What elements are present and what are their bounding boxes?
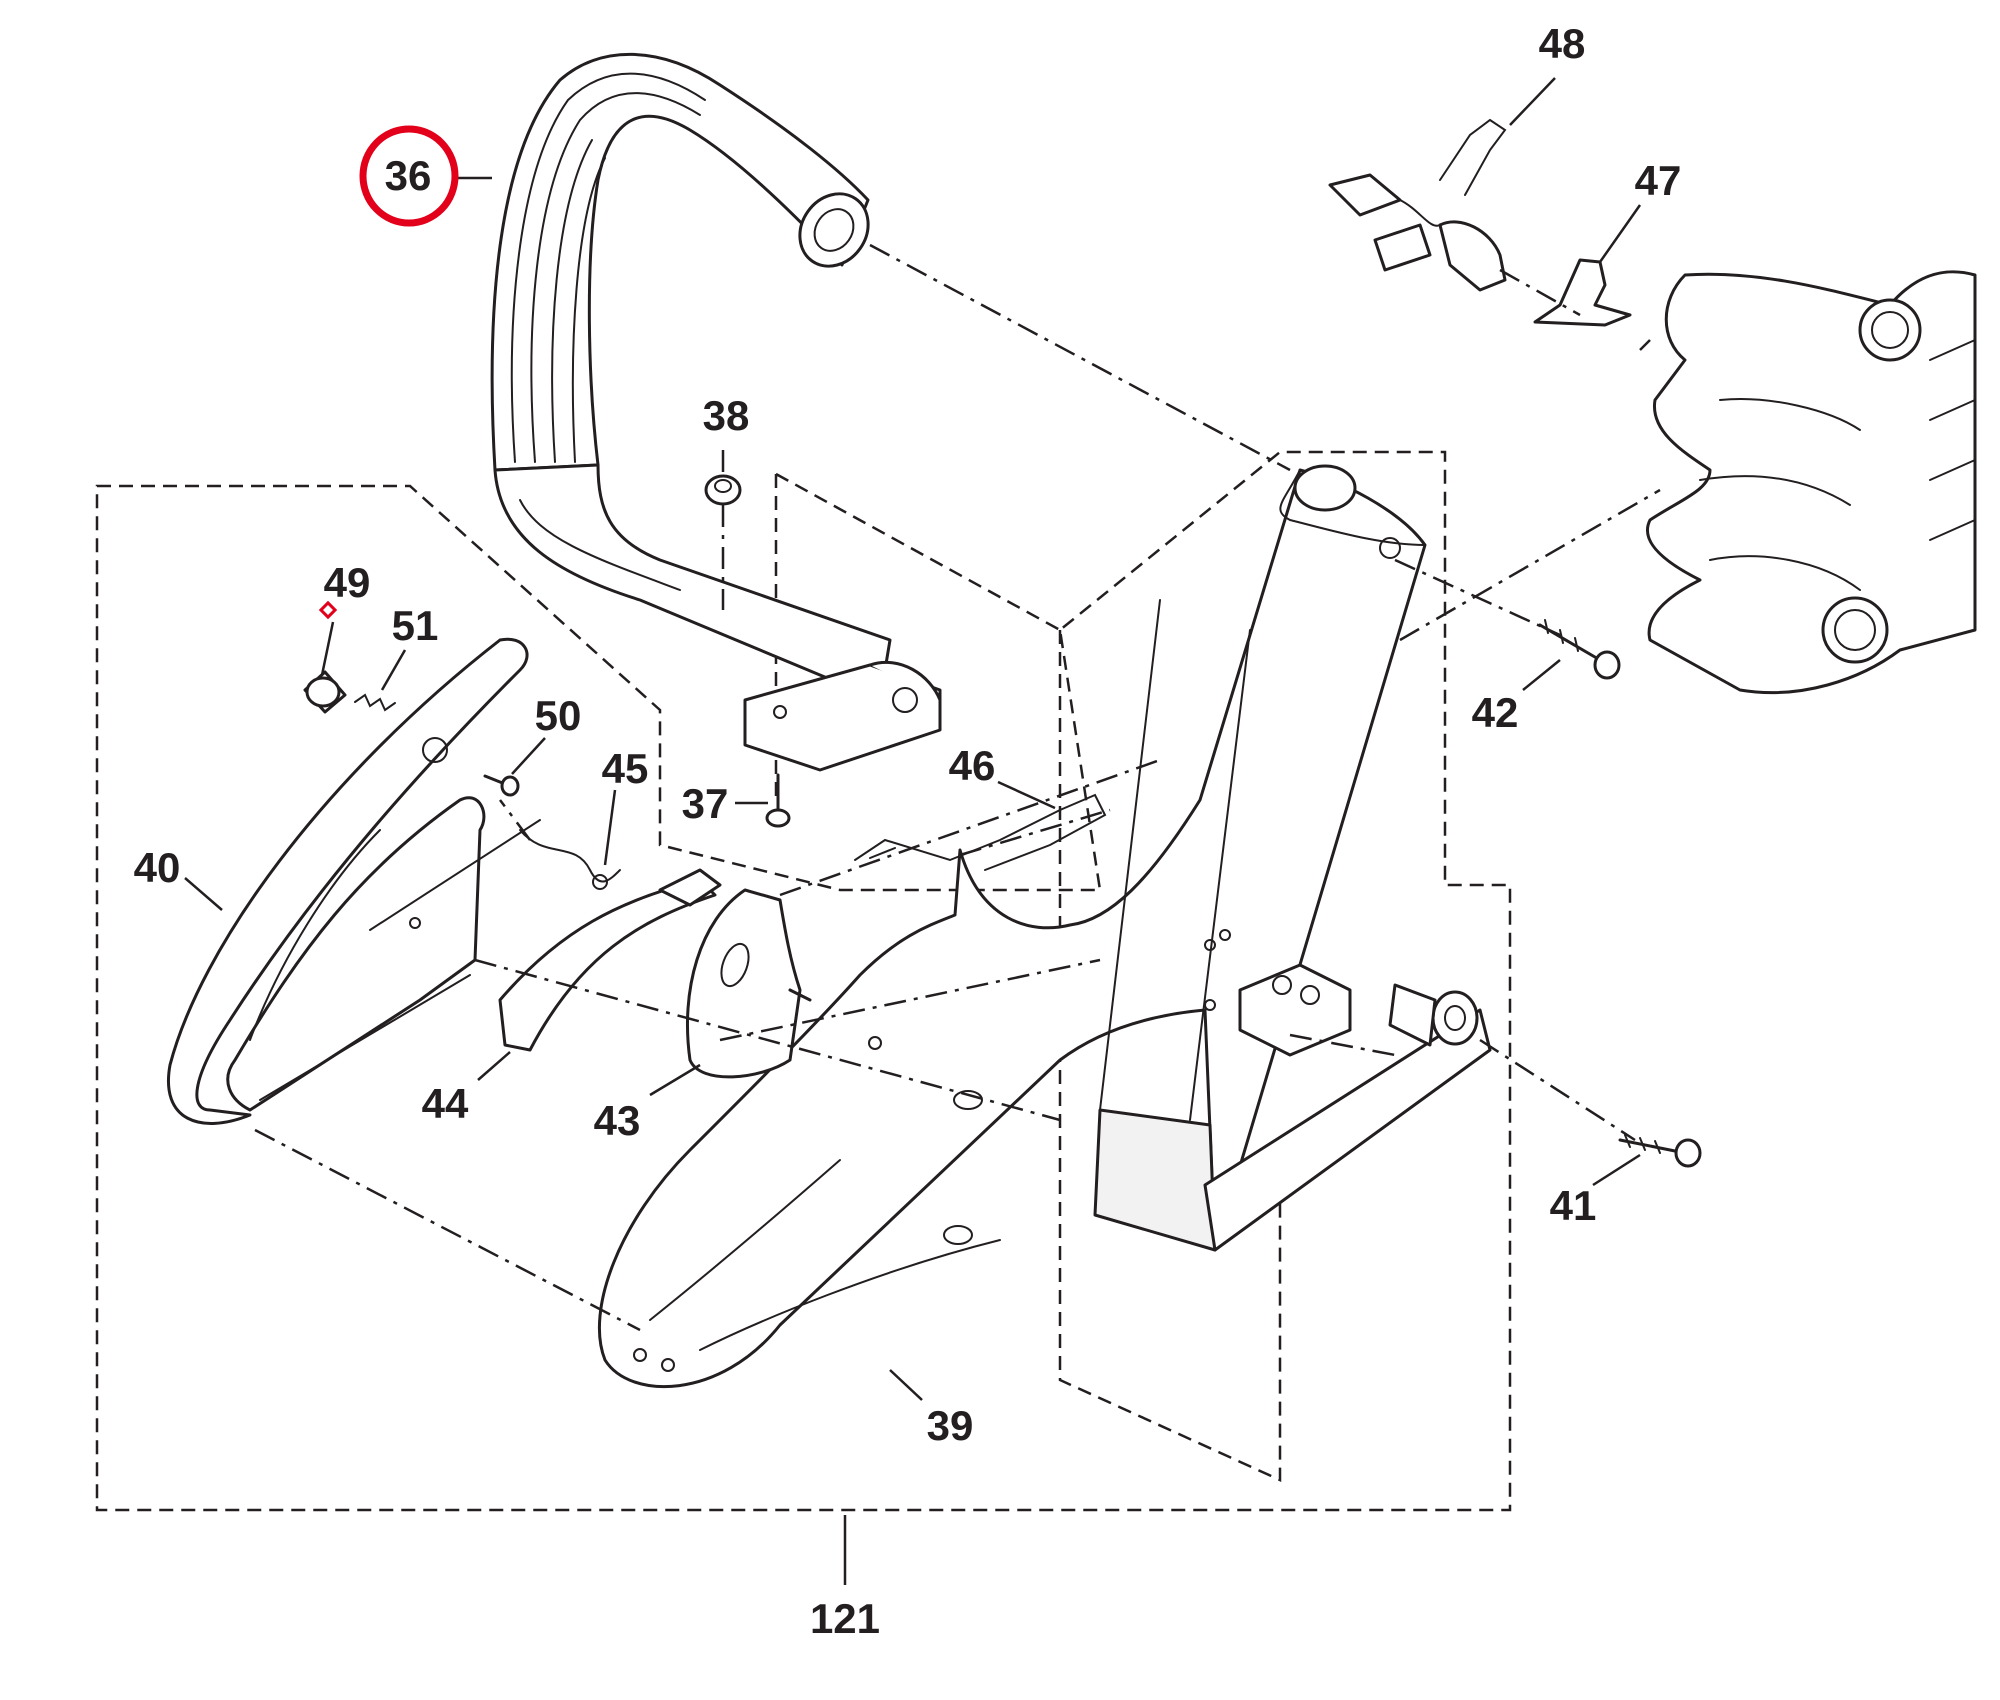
callout-46: 46	[949, 742, 996, 789]
leader-39	[889, 1369, 923, 1401]
callout-41: 41	[1550, 1182, 1597, 1229]
leader-45	[603, 789, 617, 866]
alignment-line	[1479, 1038, 1636, 1142]
callout-42: 42	[1472, 689, 1519, 736]
callout-45: 45	[602, 745, 649, 792]
leader-42	[1522, 659, 1561, 691]
damper-49	[303, 670, 347, 714]
leader-43	[649, 1063, 701, 1097]
callout-43: 43	[594, 1097, 641, 1144]
spring-45	[519, 829, 621, 890]
alignment-line	[254, 1128, 641, 1332]
alignment-line	[1289, 1033, 1396, 1057]
leader-44	[477, 1051, 511, 1081]
red-diamond-marker	[318, 600, 338, 620]
leader-41	[1592, 1153, 1641, 1187]
assembly-121-outline	[95, 450, 1512, 1512]
callout-50: 50	[535, 692, 582, 739]
callout-40: 40	[134, 844, 181, 891]
rear-handle-frame	[597, 464, 1492, 1389]
bolt-41	[1618, 1134, 1702, 1168]
callout-49: 49	[324, 559, 371, 606]
mounting-bracket	[743, 660, 942, 772]
callout-37: 37	[682, 780, 729, 827]
screw-37	[765, 773, 791, 828]
callout-38: 38	[703, 392, 750, 439]
screw-50	[483, 774, 520, 797]
wire-spring-46	[854, 793, 1107, 871]
alignment-line	[779, 758, 1161, 897]
nut-38	[704, 474, 742, 506]
leader-48	[1509, 77, 1556, 126]
callout-121: 121	[810, 1595, 880, 1642]
switch-assembly-48	[1328, 118, 1507, 292]
callout-36: 36	[385, 152, 432, 199]
engine-housing	[1646, 270, 1977, 695]
alignment-line	[869, 243, 1291, 472]
lever-44	[498, 868, 722, 1052]
leader-46	[997, 780, 1056, 810]
callout-47: 47	[1635, 157, 1682, 204]
alignment-line	[499, 799, 531, 841]
callout-39: 39	[927, 1402, 974, 1449]
leader-51	[380, 649, 407, 691]
alignment-line	[1399, 488, 1661, 642]
front-handlebar	[490, 52, 892, 702]
callout-44: 44	[422, 1080, 469, 1127]
leader-40	[184, 877, 223, 911]
alignment-line	[1394, 558, 1561, 637]
alignment-line	[474, 958, 1061, 1122]
brake-cam-43	[686, 888, 812, 1079]
leader-47	[1598, 204, 1642, 263]
leader-50	[511, 737, 546, 775]
stop-switch-47	[1533, 258, 1632, 327]
highlight-circle	[359, 125, 459, 227]
leader-49	[320, 621, 335, 676]
callout-51: 51	[392, 602, 439, 649]
alignment-line	[959, 808, 1111, 857]
spring-51	[354, 693, 396, 712]
alignment-line	[1499, 268, 1581, 317]
bolt-42	[1538, 619, 1621, 680]
alignment-line	[1639, 339, 1651, 351]
callout-48: 48	[1539, 20, 1586, 67]
hand-guard-40	[167, 637, 541, 1125]
